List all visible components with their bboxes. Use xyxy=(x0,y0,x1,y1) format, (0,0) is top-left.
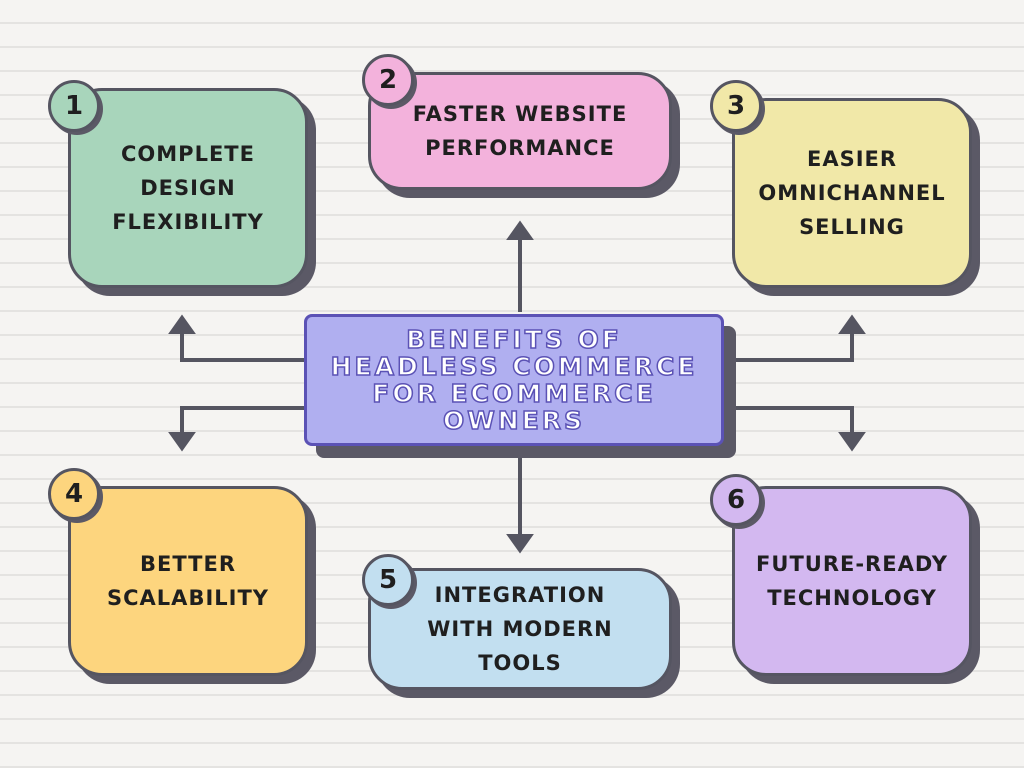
arrow-right-up xyxy=(730,326,854,362)
number-badge-6: 6 xyxy=(710,474,762,526)
benefit-label: INTEGRATION WITH MODERN TOOLS xyxy=(427,583,613,675)
benefit-card-1: COMPLETE DESIGN FLEXIBILITY xyxy=(68,88,308,288)
benefit-label: FUTURE-READY TECHNOLOGY xyxy=(756,552,948,610)
central-title: BENEFITS OF HEADLESS COMMERCE FOR ECOMME… xyxy=(304,314,724,446)
number-badge-2: 2 xyxy=(362,54,414,106)
benefit-card-4: BETTER SCALABILITY xyxy=(68,486,308,676)
number-badge-5: 5 xyxy=(362,554,414,606)
benefit-card-5: INTEGRATION WITH MODERN TOOLS xyxy=(368,568,672,690)
benefit-card-3: EASIER OMNICHANNEL SELLING xyxy=(732,98,972,288)
benefit-label: FASTER WEBSITE PERFORMANCE xyxy=(412,102,628,160)
benefit-card-6: FUTURE-READY TECHNOLOGY xyxy=(732,486,972,676)
arrow-right-down xyxy=(730,406,854,440)
benefit-label: COMPLETE DESIGN FLEXIBILITY xyxy=(112,142,264,234)
number-badge-1: 1 xyxy=(48,80,100,132)
benefit-label: BETTER SCALABILITY xyxy=(107,552,269,610)
arrow-left-down xyxy=(180,406,304,440)
number-badge-3: 3 xyxy=(710,80,762,132)
arrow-left-up xyxy=(180,326,304,362)
benefit-card-2: FASTER WEBSITE PERFORMANCE xyxy=(368,72,672,190)
number-badge-4: 4 xyxy=(48,468,100,520)
benefit-label: EASIER OMNICHANNEL SELLING xyxy=(758,147,946,239)
